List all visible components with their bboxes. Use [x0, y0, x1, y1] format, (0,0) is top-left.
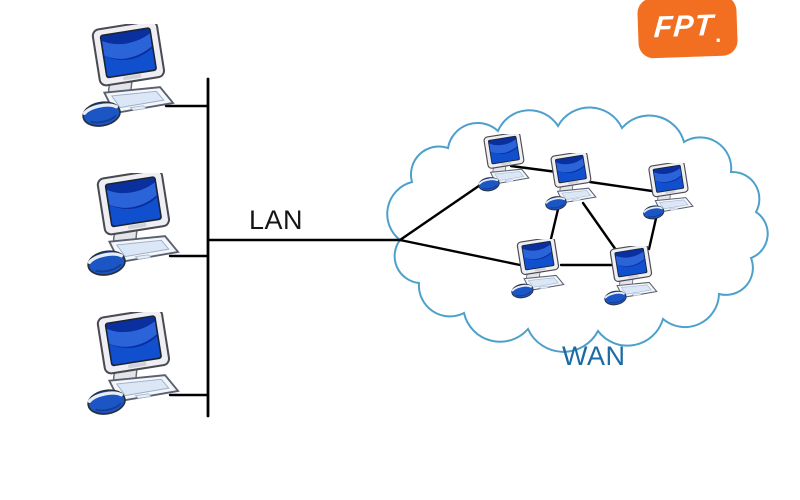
wan-edge-wan-pc-2-wan-pc-5: [581, 201, 618, 252]
wan-edge-hub-wan-pc-1: [398, 179, 488, 242]
lan-pc-3-computer-icon: [87, 312, 180, 416]
connection-lines-layer: [164, 77, 659, 418]
wan-edge-wan-pc-2-wan-pc-3: [588, 180, 654, 193]
lan-label: LAN: [249, 205, 304, 235]
lan-pc-2-computer-icon: [87, 173, 180, 277]
wan-edge-wan-pc-2-wan-pc-4: [548, 203, 561, 245]
fpt-logo: FPT .: [636, 0, 739, 59]
wan-edge-wan-pc-1-wan-pc-2: [509, 164, 559, 174]
wan-label: WAN: [562, 341, 626, 371]
wan-edge-wan-pc-3-wan-pc-5: [647, 212, 659, 251]
lan-pc-1-computer-icon: [82, 24, 175, 128]
wan-edge-hub-wan-pc-4: [398, 238, 522, 267]
fpt-logo-dot: .: [714, 21, 722, 48]
wan-cloud: [386, 106, 769, 353]
fpt-logo-text: FPT: [652, 9, 715, 45]
